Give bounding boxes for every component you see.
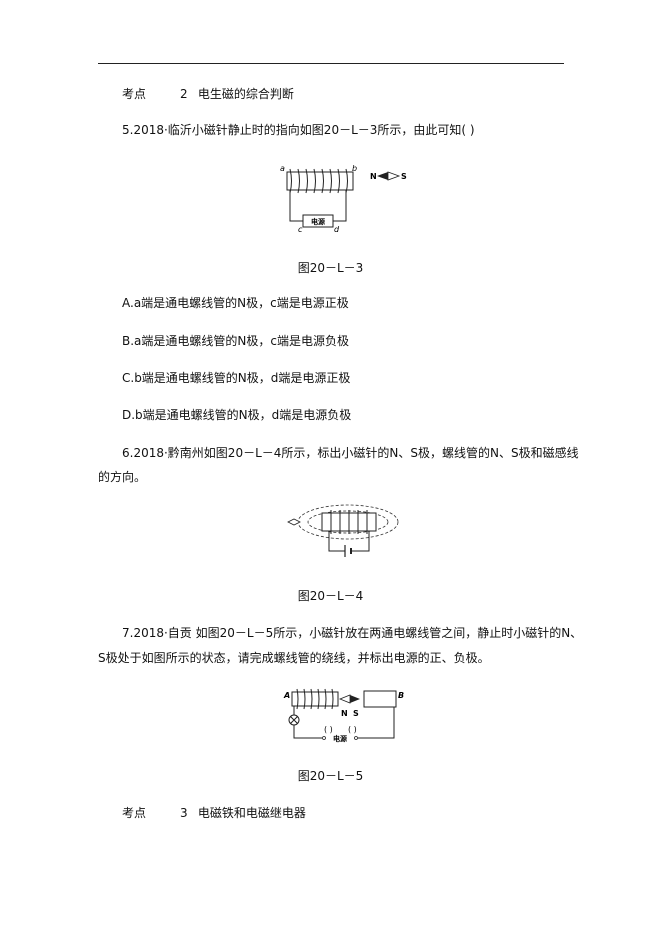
q7-solenoid-right [363, 690, 397, 708]
q5-wire-right [328, 190, 347, 222]
q7-needle-n: N [341, 709, 348, 718]
section-number: 3 [180, 806, 188, 820]
q6-figure [287, 504, 399, 557]
q7-figure: A B N S ( ) ( ) 电源 [283, 688, 404, 743]
q5-caption: 图20－L－3 [297, 261, 364, 275]
section-heading-2: 考点 2 电生磁的综合判断 [122, 86, 294, 102]
section-tag: 考点 [122, 87, 147, 101]
q5-wire-left [289, 190, 308, 222]
q6-stem-line2: 的方向。 [98, 470, 147, 484]
q7-source-label: 电源 [333, 734, 347, 743]
header-rule [98, 63, 564, 64]
q6-compass-needle [287, 518, 301, 526]
q6-caption: 图20－L－4 [297, 589, 364, 603]
q5-figure: a b 电源 c d N S [280, 164, 407, 234]
section-tag: 考点 [122, 806, 147, 820]
q6-field-line-inner [307, 510, 389, 534]
q7-wire-right [358, 707, 395, 739]
q5-needle-n: N [370, 172, 377, 181]
q7-paren-right: ( ) [348, 725, 357, 734]
q6-coil-turns [330, 510, 368, 534]
q5-option-b: B.a端是通电螺线管的N极，c端是电源负极 [122, 334, 349, 348]
q5-option-c: C.b端是通电螺线管的N极，d端是电源正极 [122, 371, 351, 385]
q7-needle-s: S [353, 709, 359, 718]
q5-needle-s: S [401, 172, 407, 181]
section-title: 电生磁的综合判断 [197, 87, 294, 101]
q7-needle-right-half [350, 695, 360, 703]
q7-stem-line1: 7.2018·自贡 如图20－L－5所示，小磁针放在两通电螺线管之间，静止时小磁… [122, 626, 583, 640]
q7-coil-turns-left [296, 688, 334, 710]
q5-needle-north-half [377, 172, 388, 180]
q6-wire-right [351, 531, 370, 552]
q7-label-A: A [283, 691, 290, 700]
q7-stem-line2: S极处于如图所示的状态，请完成螺线管的绕线，并标出电源的正、负极。 [98, 651, 490, 665]
q5-stem: 5.2018·临沂小磁针静止时的指向如图20－L－3所示，由此可知( ) [122, 123, 475, 137]
section-title: 电磁铁和电磁继电器 [197, 806, 306, 820]
q7-caption: 图20－L－5 [297, 769, 364, 783]
q5-solenoid [286, 171, 354, 191]
q5-option-a: A.a端是通电螺线管的N极，c端是电源正极 [122, 296, 349, 310]
q7-lamp-cross [290, 716, 298, 724]
q5-label-a: a [280, 164, 285, 173]
q5-label-c: c [298, 225, 303, 234]
q7-terminal-left [322, 736, 326, 740]
q7-label-B: B [398, 691, 404, 700]
q7-terminal-right [354, 736, 358, 740]
q5-power-source [302, 214, 334, 228]
section-heading-3: 考点 3 电磁铁和电磁继电器 [122, 805, 306, 821]
q5-label-d: d [334, 225, 340, 234]
q5-source-label: 电源 [311, 217, 325, 226]
q7-paren-left: ( ) [324, 725, 333, 734]
section-number: 2 [180, 87, 188, 101]
q5-option-d: D.b端是通电螺线管的N极，d端是电源负极 [122, 408, 352, 422]
q5-coil-turns [289, 168, 348, 194]
q6-stem-line1: 6.2018·黔南州如图20－L－4所示，标出小磁针的N、S极，螺线管的N、S极… [122, 446, 579, 460]
q7-needle-left-half [338, 694, 351, 704]
q7-solenoid-left [291, 691, 339, 707]
q6-wire-left [328, 531, 345, 552]
q5-needle-south-half [387, 171, 401, 181]
q5-label-b: b [352, 164, 357, 173]
